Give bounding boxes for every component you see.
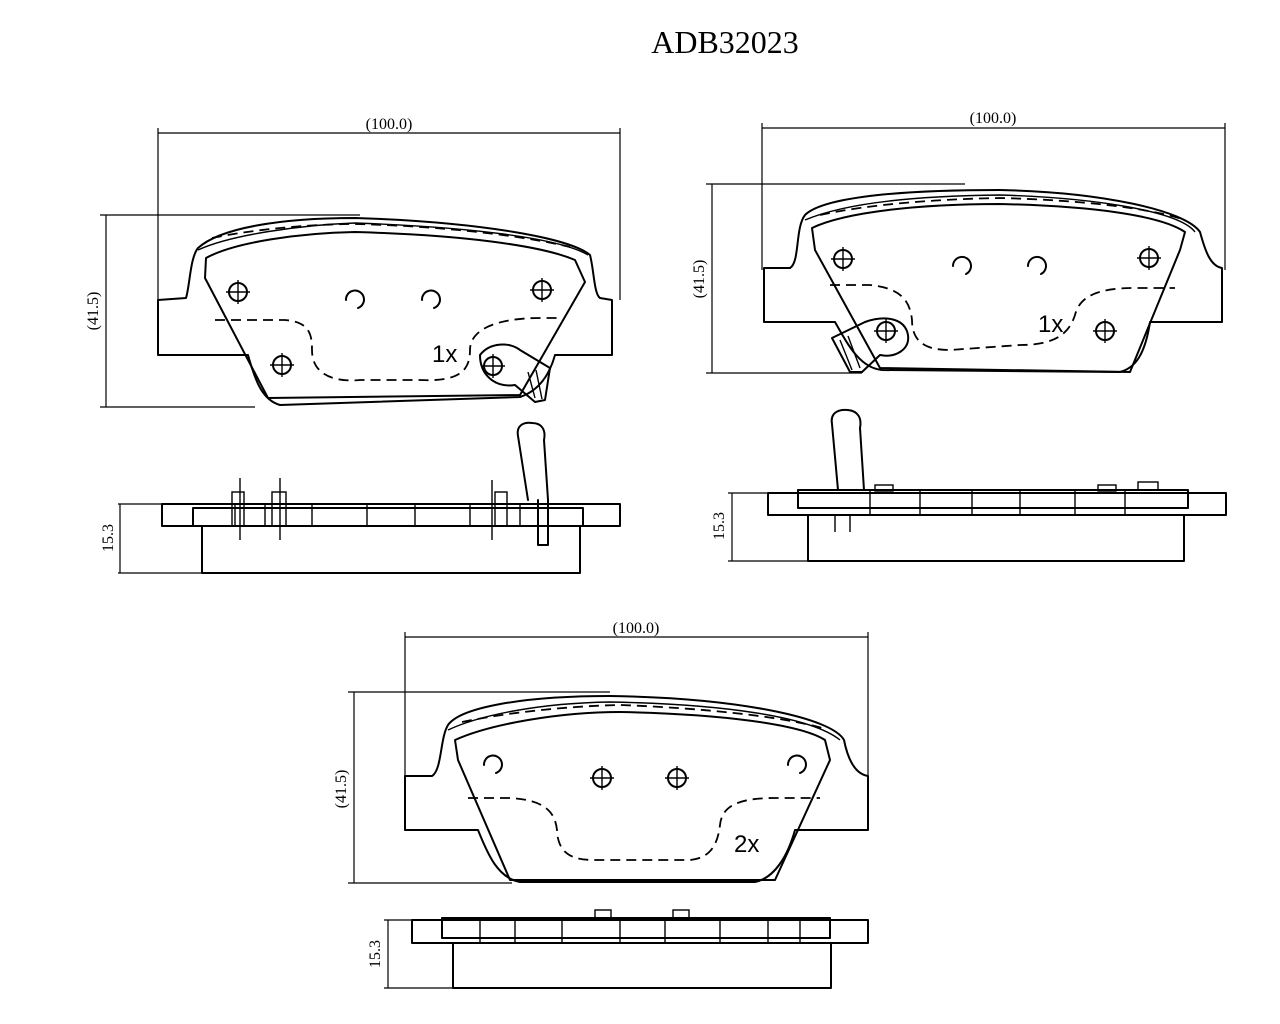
backing-plate-outline (157, 217, 613, 406)
slot-dashed-line (468, 797, 820, 861)
pin-icon (1137, 246, 1161, 270)
tab-side (874, 484, 894, 492)
chamfer-dashed-line (211, 223, 571, 248)
backing-divisions (479, 918, 801, 943)
pad-2-front-view: (100.0) (41.5) 1x (691, 110, 1226, 374)
pad-1-front-view: (100.0) (41.5) 1x (85, 116, 621, 408)
pin-icon (831, 247, 855, 271)
height-dimension-label: (41.5) (85, 292, 102, 331)
quantity-label: 1x (1038, 311, 1063, 338)
pin-icon (530, 278, 554, 302)
backing-divisions (869, 490, 1126, 515)
rivet-icon (786, 754, 807, 774)
clip-rib (535, 369, 543, 400)
friction-material-outline (454, 711, 831, 881)
friction-block-side (452, 942, 832, 989)
thickness-dimension-label: 15.3 (367, 940, 384, 968)
wear-indicator-side (516, 421, 549, 546)
clip-rib (527, 371, 536, 399)
slot-dashed-line (215, 317, 560, 382)
rivet-icon (1026, 255, 1047, 275)
friction-material-outline (811, 203, 1186, 373)
quantity-label: 1x (432, 341, 457, 368)
chamfer-dashed-line (461, 704, 823, 729)
friction-edge-line (197, 222, 589, 256)
friction-edge-line (447, 701, 841, 741)
pin-icon (590, 766, 614, 790)
height-dimension-label: (41.5) (333, 770, 350, 809)
pin-icon (270, 353, 294, 377)
tab-side (1137, 481, 1159, 491)
pin-icon (1093, 319, 1117, 343)
width-dimension-label: (100.0) (970, 110, 1017, 127)
tab-side (672, 909, 690, 919)
shim-side (797, 489, 1189, 509)
width-dimension-label: (100.0) (613, 620, 660, 637)
thickness-dimension-label: 15.3 (100, 524, 117, 552)
clip-rib (839, 339, 853, 371)
friction-edge-line (804, 194, 1196, 233)
pin-icon (481, 354, 505, 378)
rivet-icon (482, 754, 503, 774)
quantity-label: 2x (734, 831, 759, 858)
backing-plate-side (767, 492, 1227, 516)
clip-rib (847, 335, 861, 369)
chamfer-dashed-line (819, 197, 1186, 221)
thickness-dimension-label: 15.3 (711, 512, 728, 540)
friction-material-outline (204, 231, 586, 399)
wear-indicator-clip (479, 343, 551, 403)
slot-dashed-line (830, 284, 1175, 351)
rivet-icon (951, 255, 972, 275)
pin-side (231, 478, 508, 540)
tab-side (1097, 484, 1117, 492)
backing-plate-outline (404, 695, 869, 883)
rivet-icon (344, 289, 365, 309)
width-dimension-label: (100.0) (366, 116, 413, 133)
pad-3-front-view: (100.0) (41.5) 2x (333, 620, 869, 884)
friction-block-side (201, 525, 581, 574)
rivet-icon (420, 289, 441, 309)
pin-icon (874, 319, 898, 343)
part-number-title: ADB32023 (651, 24, 799, 60)
friction-block-side (807, 514, 1185, 562)
wear-indicator-clip (831, 317, 910, 373)
height-dimension-label: (41.5) (691, 260, 708, 299)
shim-side (441, 917, 831, 939)
pad-3-side-view: 15.3 (367, 909, 869, 989)
pad-1-side-view: 15.3 (100, 421, 621, 574)
pin-icon (226, 280, 250, 304)
wear-indicator-side (830, 408, 865, 491)
pin-icon (665, 766, 689, 790)
pad-2-side-view: 15.3 (711, 408, 1227, 562)
shim-side (192, 507, 584, 527)
backing-divisions (234, 504, 521, 526)
tab-side (594, 909, 612, 919)
